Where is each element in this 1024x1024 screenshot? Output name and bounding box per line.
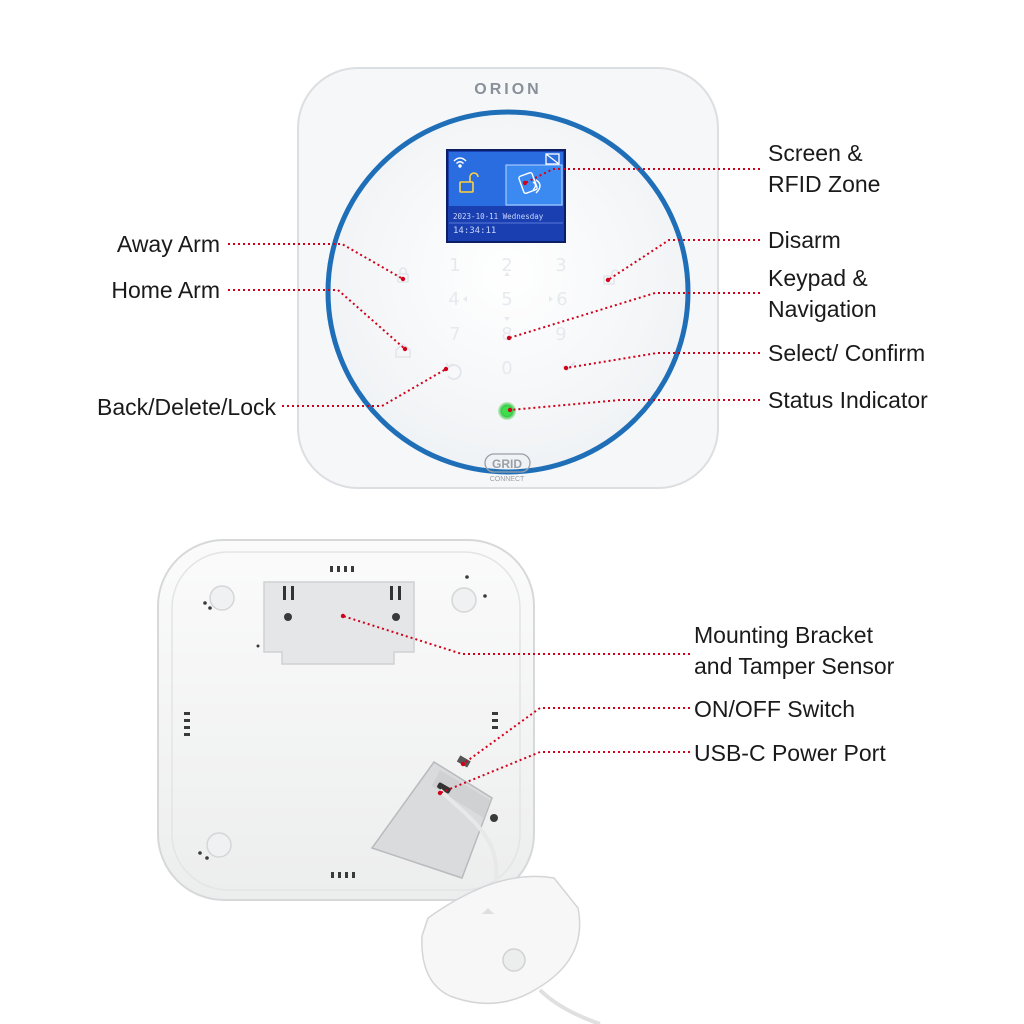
leader-disarm [607, 239, 760, 281]
front-panel: ORION [297, 67, 719, 489]
label-home-arm: Home Arm [111, 277, 220, 303]
label-on-off-switch: ON/OFF Switch [694, 696, 856, 722]
no-sim-icon [545, 153, 560, 165]
rfid-zone[interactable] [505, 164, 563, 206]
brand-label: ORION [474, 81, 541, 98]
leader-back [282, 368, 447, 407]
key-5[interactable]: 5 [501, 289, 512, 310]
leader-switch [462, 707, 690, 765]
keypad: 1 2 3 4 5 6 7 8 9 0 [448, 255, 567, 379]
logo-connect: CONNECT [490, 476, 525, 483]
key-3[interactable]: 3 [555, 255, 566, 276]
port-compartment [370, 755, 499, 901]
back-icon[interactable] [445, 362, 462, 380]
label-usb-c-port: USB-C Power Port [694, 740, 886, 766]
label-away-arm: Away Arm [116, 231, 220, 257]
label-keypad-navigation: Keypad & Navigation [768, 265, 877, 322]
disarm-icon[interactable] [603, 269, 619, 285]
nav-down-icon[interactable] [504, 317, 510, 321]
label-status-indicator: Status Indicator [768, 387, 928, 413]
leader-usb [439, 751, 690, 794]
nav-right-icon[interactable] [549, 296, 553, 302]
key-9[interactable]: 9 [555, 324, 566, 345]
leader-status [509, 399, 760, 411]
rubber-feet [206, 585, 477, 858]
key-8[interactable]: 8 [501, 324, 512, 345]
leader-endpoints [340, 180, 611, 796]
key-1[interactable]: 1 [449, 255, 460, 276]
logo-grid: GRID [492, 457, 522, 471]
nav-arrows [463, 272, 553, 321]
grid-connect-logo: GRID CONNECT [484, 453, 531, 483]
screen-date: 2023-10-11 Wednesday [453, 212, 544, 221]
wifi-icon [453, 157, 467, 168]
label-back-delete-lock: Back/Delete/Lock [97, 394, 276, 420]
leader-away-arm [228, 243, 404, 280]
back-panel [157, 539, 601, 1024]
vent-holes [184, 566, 498, 878]
mounting-bracket [263, 581, 415, 665]
label-select-confirm: Select/ Confirm [768, 340, 926, 366]
port-cover [421, 875, 601, 1024]
label-mounting-bracket: Mounting Bracket and Tamper Sensor [694, 622, 895, 679]
label-disarm: Disarm [768, 227, 841, 253]
key-4[interactable]: 4 [448, 289, 459, 310]
rfid-card-icon [518, 172, 541, 194]
leader-bracket [342, 615, 690, 655]
on-off-switch[interactable] [456, 755, 471, 768]
unlock-icon [459, 172, 479, 193]
screen-time: 14:34:11 [453, 226, 496, 236]
key-6[interactable]: 6 [556, 289, 567, 310]
leader-screen [524, 168, 760, 184]
key-7[interactable]: 7 [449, 324, 460, 345]
key-0[interactable]: 0 [501, 358, 512, 379]
away-arm-icon[interactable] [397, 267, 409, 283]
nav-up-icon[interactable] [504, 272, 510, 276]
nav-left-icon[interactable] [463, 296, 467, 302]
leader-lines [228, 168, 760, 794]
label-screen-rfid: Screen & RFID Zone [768, 140, 881, 197]
key-2[interactable]: 2 [501, 255, 512, 276]
leader-home-arm [228, 289, 406, 350]
home-arm-icon[interactable] [395, 342, 411, 358]
leader-keypad [508, 292, 760, 339]
lcd-screen: 2023-10-11 Wednesday 14:34:11 [446, 149, 566, 243]
